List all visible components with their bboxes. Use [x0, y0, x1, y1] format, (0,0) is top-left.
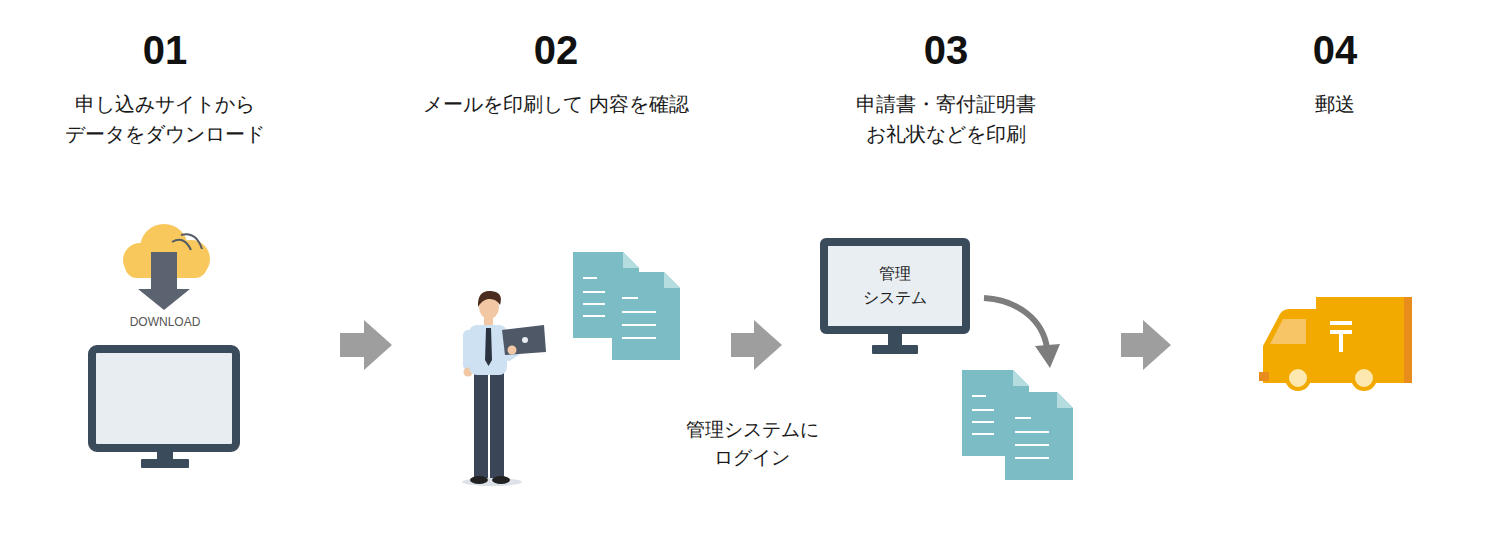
curved-arrow: [984, 298, 1060, 368]
step-title: 申し込みサイトから データをダウンロード: [30, 89, 300, 149]
step-heading: 03 申請書・寄付証明書 お礼状などを印刷: [784, 25, 1108, 149]
circle-outline: [784, 183, 1108, 507]
step-number: 01: [3, 25, 327, 75]
flow-arrow: [1121, 320, 1171, 370]
flow-arrow: [731, 320, 782, 370]
step-heading: 02 メールを印刷して 内容を確認: [394, 25, 718, 119]
step-heading: 04 郵送: [1173, 25, 1497, 119]
step-heading: 01 申し込みサイトから データをダウンロード: [3, 25, 327, 149]
man-figure: [462, 291, 546, 486]
step-number: 04: [1173, 25, 1497, 75]
edge-label: 管理システムに ログイン: [672, 416, 832, 472]
step-number: 02: [394, 25, 718, 75]
circle-shape: [1173, 183, 1497, 507]
document-icon: [573, 252, 680, 360]
truck-icon: [1259, 297, 1412, 389]
circle-outline: [1173, 183, 1497, 507]
monitor-stand: [872, 334, 918, 354]
circle-shape: [784, 183, 1108, 507]
step-title: 郵送: [1200, 89, 1470, 119]
icon-caption: DOWNLOAD: [130, 315, 201, 329]
label-box: DOWNLOAD: [130, 312, 201, 330]
step-circle: 02メールを印刷して 内容を確認: [394, 183, 718, 507]
circle-shape: [394, 183, 718, 507]
circle-outline: [3, 183, 327, 507]
monitor-icon: [92, 349, 236, 468]
circle-outline: [394, 183, 718, 507]
step-number: 03: [784, 25, 1108, 75]
screen-box: 管理 システム: [820, 238, 970, 334]
download-arrow: [138, 252, 190, 310]
circle-shape: [3, 183, 327, 507]
screen-label: 管理 システム: [852, 262, 938, 310]
step-title: 申請書・寄付証明書 お礼状などを印刷: [811, 89, 1081, 149]
step-circle: 01申し込みサイトから データをダウンロード: [3, 183, 327, 507]
step-circle: 03申請書・寄付証明書 お礼状などを印刷管理 システム: [784, 183, 1108, 507]
flow-arrow: [340, 320, 392, 370]
document-icon: [962, 370, 1073, 480]
edge-label-box: 管理システムに ログイン: [672, 416, 832, 472]
step-title: メールを印刷して 内容を確認: [421, 89, 691, 119]
step-circle: 04郵送: [1173, 183, 1497, 507]
